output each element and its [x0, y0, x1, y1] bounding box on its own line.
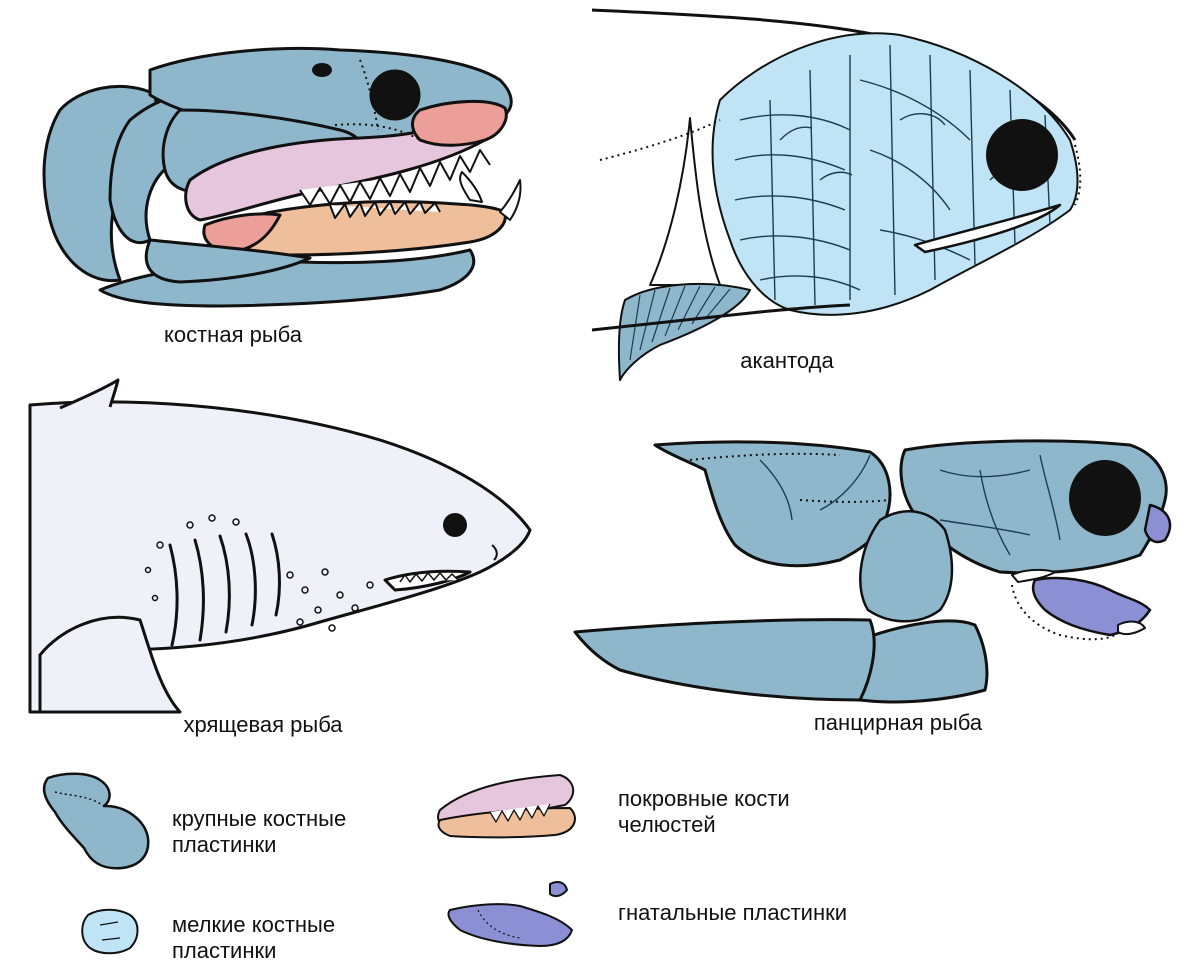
acanthodian-belly-outline — [591, 303, 851, 332]
shark-eye — [443, 513, 467, 537]
legend-label-large-plates: крупные костные пластинки — [172, 806, 346, 858]
legend-swatch-large-plates — [42, 772, 150, 870]
placoderm-sutures — [759, 454, 1061, 556]
caption-placoderm: панцирная рыба — [813, 710, 983, 735]
placoderm-snout — [1143, 503, 1172, 544]
bony-fish-lateral-line — [334, 59, 421, 141]
bony-fish-lower-teeth — [329, 201, 441, 219]
bony-fish-illustration — [42, 46, 522, 308]
placoderm-trunk-shield — [653, 440, 892, 568]
placoderm-pectoral-plate — [858, 619, 989, 704]
placoderm-eye — [1069, 460, 1141, 536]
acanthodian-mouth-margin — [599, 119, 1082, 206]
shark-nostril — [491, 544, 498, 561]
bony-fish-upper-teeth — [299, 149, 491, 206]
acanthodian-eye — [986, 119, 1058, 191]
legend-swatch-jaw-bones — [437, 774, 576, 839]
acanthodian-pectoral-fin — [617, 282, 751, 381]
legend-label-small-plates: мелкие костные пластинки — [172, 912, 335, 964]
legend-jaw-bones-line2: челюстей — [618, 812, 716, 837]
legend-label-jaw-bones: покровные кости челюстей — [618, 786, 790, 838]
bony-fish-fangs — [459, 171, 522, 221]
legend-small-plates-line2: пластинки — [172, 938, 277, 963]
placoderm-ventral-spine — [573, 618, 876, 702]
legend-swatch-small-plates — [81, 908, 139, 955]
legend-large-plates-line2: пластинки — [172, 832, 277, 857]
caption-acanthodian: акантода — [740, 348, 834, 373]
shark-sensory-pores — [144, 514, 374, 632]
bony-fish-branchiostegal — [144, 238, 312, 284]
acanthodian-head-plates — [711, 32, 1079, 316]
shark-gill-slits — [168, 532, 281, 647]
legend-large-plates-line1: крупные костные — [172, 806, 347, 831]
placoderm-lateral-line — [689, 452, 891, 503]
bony-fish-premaxilla — [411, 100, 508, 147]
acanthodian-jaw-line — [913, 203, 1062, 254]
placoderm-gnathal-tooth — [1011, 568, 1146, 636]
caption-bony-fish: костная рыба — [164, 322, 302, 347]
shark-pectoral-fin — [38, 615, 182, 714]
legend-swatch-gnathal-plates — [447, 881, 573, 947]
acanthodian-fin-spine — [649, 117, 721, 286]
shark-dorsal-fin — [59, 378, 120, 410]
legend-small-plates-line1: мелкие костные — [172, 912, 336, 937]
caption-cartilaginous-fish: хрящевая рыба — [183, 712, 343, 737]
legend-label-gnathal-plates: гнатальные пластинки — [618, 900, 848, 925]
shark-teeth — [399, 572, 459, 583]
bony-fish-nostril — [312, 63, 332, 77]
shark-illustration — [28, 378, 532, 714]
placoderm-jaw-outline — [1011, 584, 1121, 641]
legend-jaw-bones-line1: покровные кости — [618, 786, 790, 811]
placoderm-illustration — [573, 439, 1172, 704]
bony-fish-eye — [369, 69, 421, 121]
acanthodian-illustration — [591, 8, 1082, 381]
placoderm-cheek-plate — [859, 510, 954, 623]
